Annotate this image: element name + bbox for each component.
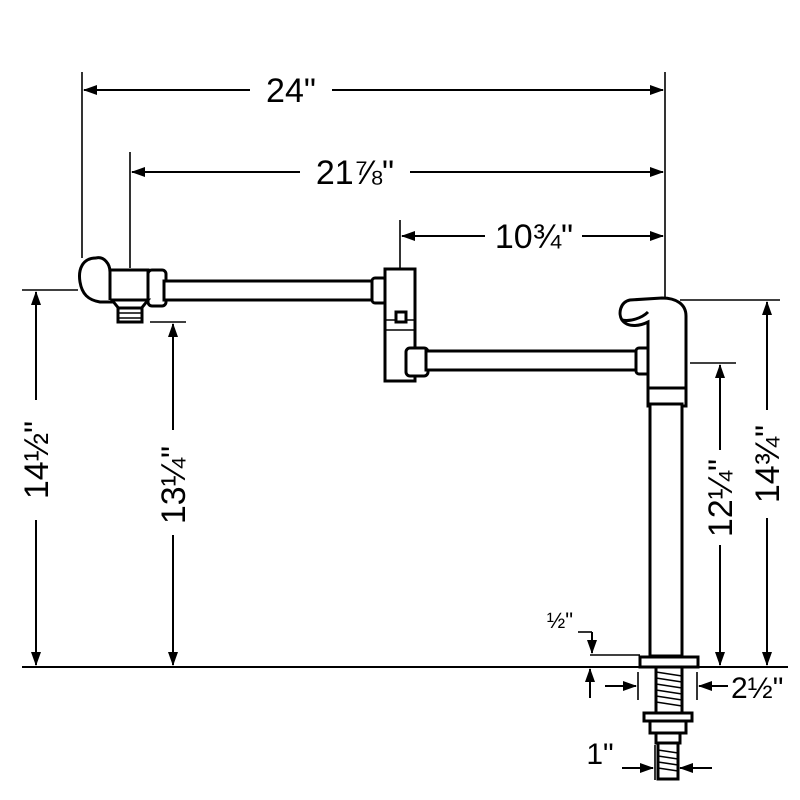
dim-spout-outlet-height: 13¼" (155, 323, 193, 666)
label-base-diameter: 2½" (731, 672, 783, 705)
first-arm (162, 276, 388, 305)
label-second-arm-width: 10¾" (495, 218, 573, 256)
shank-threads (655, 671, 683, 707)
dim-right-arm-height: 12¼" (702, 364, 740, 666)
dim-base-diameter: 2½" (605, 672, 783, 705)
vertical-column (618, 296, 688, 658)
dim-left-height: 14½" (18, 291, 56, 666)
label-shank-diameter: 1" (586, 738, 613, 771)
label-spout-outlet-height: 13¼" (155, 446, 193, 524)
base-and-shank (638, 655, 700, 781)
label-first-arm-width: 21⅞" (316, 154, 394, 192)
dim-base-thickness: ½" (547, 608, 597, 698)
label-right-top-height: 14¾" (749, 425, 787, 503)
label-base-thickness: ½" (547, 608, 573, 633)
label-left-height: 14½" (18, 421, 56, 499)
dim-first-arm-width: 21⅞" (131, 154, 664, 192)
dim-shank-diameter: 1" (586, 738, 712, 780)
label-right-arm-height: 12¼" (702, 459, 740, 537)
faucet-outline (78, 256, 700, 781)
spout-head (78, 256, 168, 324)
dim-overall-width: 24" (83, 72, 664, 110)
dim-right-top-height: 14¾" (749, 301, 787, 666)
lower-shank-threads (657, 749, 679, 772)
swing-joint (383, 267, 430, 383)
dim-second-arm-width: 10¾" (401, 218, 664, 256)
second-arm (424, 346, 652, 376)
label-overall-width: 24" (266, 72, 316, 110)
